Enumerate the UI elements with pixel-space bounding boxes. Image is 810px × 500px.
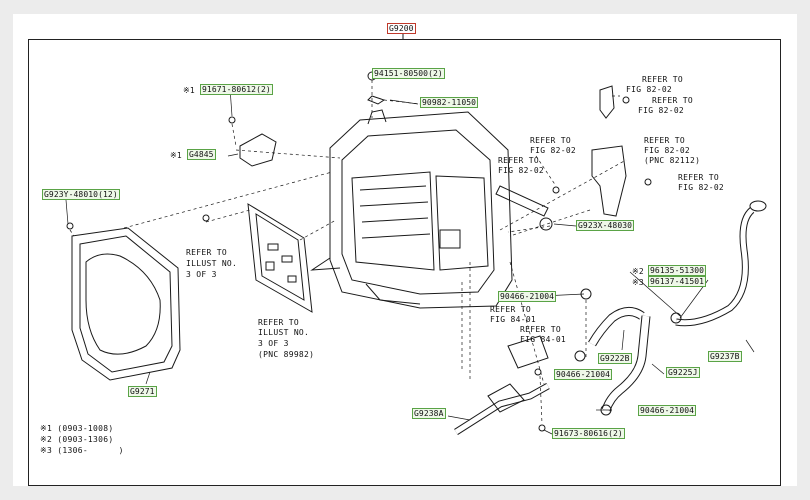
refer-note-5-line-1[interactable]: REFER TO [644, 136, 685, 145]
marker-91671: ※1 [183, 86, 195, 95]
refer-note-1-line-2[interactable]: FIG 82-02 [626, 85, 673, 94]
part-label-96137[interactable]: 96137-41501 [648, 276, 707, 287]
refer-note-8-line-2[interactable]: ILLUST NO. [258, 328, 310, 337]
assembly-label[interactable]: G9200 [387, 23, 416, 34]
refer-note-4-line-1[interactable]: REFER TO [498, 156, 539, 165]
part-label-94151[interactable]: 94151-80500(2) [372, 68, 445, 79]
footnote-3: ※3 (1306- ) [40, 446, 124, 455]
footnote-2: ※2 (0903-1306) [40, 435, 114, 444]
refer-note-3-line-1[interactable]: REFER TO [530, 136, 571, 145]
refer-note-4-line-2[interactable]: FIG 82-02 [498, 166, 545, 175]
refer-note-8-line-1[interactable]: REFER TO [258, 318, 299, 327]
marker-g4845: ※1 [170, 151, 182, 160]
diagram-frame [28, 39, 781, 486]
part-label-90466-b[interactable]: 90466-21004 [554, 369, 613, 380]
part-label-g9222[interactable]: G9222B [598, 353, 632, 364]
oil-pan-drawing [71, 227, 181, 381]
part-label-90466-c[interactable]: 90466-21004 [638, 405, 697, 416]
part-label-g9225[interactable]: G9225J [666, 367, 700, 378]
part-label-g9238[interactable]: G9238A [412, 408, 446, 419]
refer-note-1-line-1[interactable]: REFER TO [642, 75, 683, 84]
refer-note-8-line-3[interactable]: 3 OF 3 [258, 339, 289, 348]
refer-note-10-line-2[interactable]: FIG 84-01 [520, 335, 567, 344]
circuit-board-drawing [247, 203, 313, 313]
footnote-1: ※1 (0903-1008) [40, 424, 114, 433]
refer-note-6-line-1[interactable]: REFER TO [678, 173, 719, 182]
part-label-91673[interactable]: 91673-80616(2) [552, 428, 625, 439]
part-label-90982[interactable]: 90982-11050 [420, 97, 479, 108]
refer-note-3-line-2[interactable]: FIG 82-02 [530, 146, 577, 155]
refer-note-5-line-3[interactable]: (PNC 82112) [644, 156, 701, 165]
refer-note-7-line-1[interactable]: REFER TO [186, 248, 227, 257]
part-label-g923y[interactable]: G923Y-48010(12) [42, 189, 120, 200]
refer-note-5-line-2[interactable]: FIG 82-02 [644, 146, 691, 155]
refer-note-9-line-1[interactable]: REFER TO [490, 305, 531, 314]
refer-note-10-line-1[interactable]: REFER TO [520, 325, 561, 334]
part-label-96135[interactable]: 96135-51300 [648, 265, 707, 276]
refer-note-2-line-1[interactable]: REFER TO [652, 96, 693, 105]
sensor-bracket-drawing [599, 85, 615, 119]
refer-note-8-line-4[interactable]: (PNC 89982) [258, 350, 315, 359]
refer-note-7-line-3[interactable]: 3 OF 3 [186, 270, 217, 279]
refer-note-7-line-2[interactable]: ILLUST NO. [186, 259, 238, 268]
refer-note-9-line-2[interactable]: FIG 84-01 [490, 315, 537, 324]
part-label-g9271[interactable]: G9271 [128, 386, 157, 397]
bracket-drawing [239, 133, 277, 167]
part-label-91671[interactable]: 91671-80612(2) [200, 84, 273, 95]
part-label-90466-a[interactable]: 90466-21004 [498, 291, 557, 302]
refer-note-6-line-2[interactable]: FIG 82-02 [678, 183, 725, 192]
marker-96137: ※3 [632, 278, 644, 287]
part-label-g9237[interactable]: G9237B [708, 351, 742, 362]
refer-note-2-line-2[interactable]: FIG 82-02 [638, 106, 685, 115]
part-label-g4845[interactable]: G4845 [187, 149, 216, 160]
inverter-housing-drawing [310, 109, 513, 309]
part-label-g923x[interactable]: G923X-48030 [576, 220, 635, 231]
marker-96135: ※2 [632, 267, 644, 276]
